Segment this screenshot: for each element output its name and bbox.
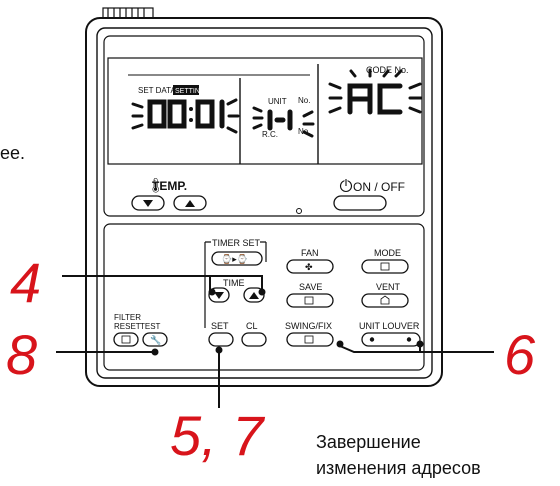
vent-button[interactable] bbox=[361, 293, 409, 308]
callout-step8 bbox=[56, 348, 159, 356]
filter-icon bbox=[121, 335, 131, 344]
cropped-text-fragment: ee. bbox=[0, 143, 25, 163]
on-off-label: ON / OFF bbox=[353, 180, 405, 194]
code-readout bbox=[328, 68, 423, 115]
step-8-label: 8 bbox=[6, 323, 37, 386]
temp-up-button[interactable] bbox=[173, 195, 207, 211]
filter-label: FILTER bbox=[114, 313, 141, 322]
setting-label: SETTING bbox=[175, 88, 205, 95]
fan-label: FAN bbox=[301, 248, 319, 258]
reset-label: RESET bbox=[114, 322, 141, 331]
test-button[interactable]: 🔧 bbox=[142, 332, 168, 347]
step-6-label: 6 bbox=[504, 323, 536, 386]
unit-louver-label: UNIT LOUVER bbox=[359, 321, 420, 331]
unit-readout bbox=[252, 106, 315, 138]
callout-step4 bbox=[62, 275, 266, 296]
set-data-label: SET DATA bbox=[138, 86, 176, 95]
cl-button[interactable] bbox=[241, 332, 267, 347]
step-5-7-label: 5, 7 bbox=[170, 404, 265, 467]
fan-button[interactable]: ✤ bbox=[286, 259, 334, 274]
mode-button[interactable] bbox=[361, 259, 409, 274]
rc-label: R.C. bbox=[262, 130, 278, 139]
vent-label: VENT bbox=[376, 282, 401, 292]
swing-fix-label: SWING/FIX bbox=[285, 321, 332, 331]
timer-set-button[interactable]: ⌚▸⌚ bbox=[211, 251, 263, 266]
save-label: SAVE bbox=[299, 282, 322, 292]
unit-label: UNIT bbox=[268, 97, 287, 106]
power-icon bbox=[339, 178, 353, 193]
temp-down-button[interactable] bbox=[131, 195, 165, 211]
vent-icon bbox=[380, 295, 390, 305]
time-label: TIME bbox=[223, 278, 245, 288]
cl-label: CL bbox=[246, 321, 258, 331]
caption-line-2: изменения адресов bbox=[316, 458, 481, 478]
timer-set-label: TIMER SET bbox=[212, 238, 261, 248]
indicator-lamp bbox=[296, 208, 302, 214]
unit-no-label: No. bbox=[298, 96, 310, 105]
test-label: TEST bbox=[140, 322, 161, 331]
save-icon bbox=[304, 296, 314, 305]
swing-fix-button[interactable] bbox=[286, 332, 334, 347]
set-label: SET bbox=[211, 321, 229, 331]
filter-reset-button[interactable] bbox=[113, 332, 139, 347]
timer-readout bbox=[131, 98, 240, 134]
save-button[interactable] bbox=[286, 293, 334, 308]
mode-icon bbox=[380, 262, 390, 271]
callout-step6 bbox=[336, 340, 494, 353]
fan-icon: ✤ bbox=[305, 262, 313, 272]
on-off-button[interactable]: ON / OFF bbox=[333, 178, 405, 211]
temp-label: TEMP. bbox=[152, 179, 187, 193]
unit-louver-button[interactable] bbox=[361, 332, 421, 347]
step-4-label: 4 bbox=[10, 251, 41, 314]
swing-icon bbox=[304, 335, 314, 344]
mode-label: MODE bbox=[374, 248, 401, 258]
wrench-icon: 🔧 bbox=[150, 334, 161, 345]
caption-line-1: Завершение bbox=[316, 432, 421, 452]
callout-step57 bbox=[215, 346, 223, 408]
set-button[interactable] bbox=[208, 332, 234, 347]
thermometer-icon: 🌡 bbox=[147, 177, 165, 193]
timer-icon: ⌚▸⌚ bbox=[221, 253, 248, 264]
